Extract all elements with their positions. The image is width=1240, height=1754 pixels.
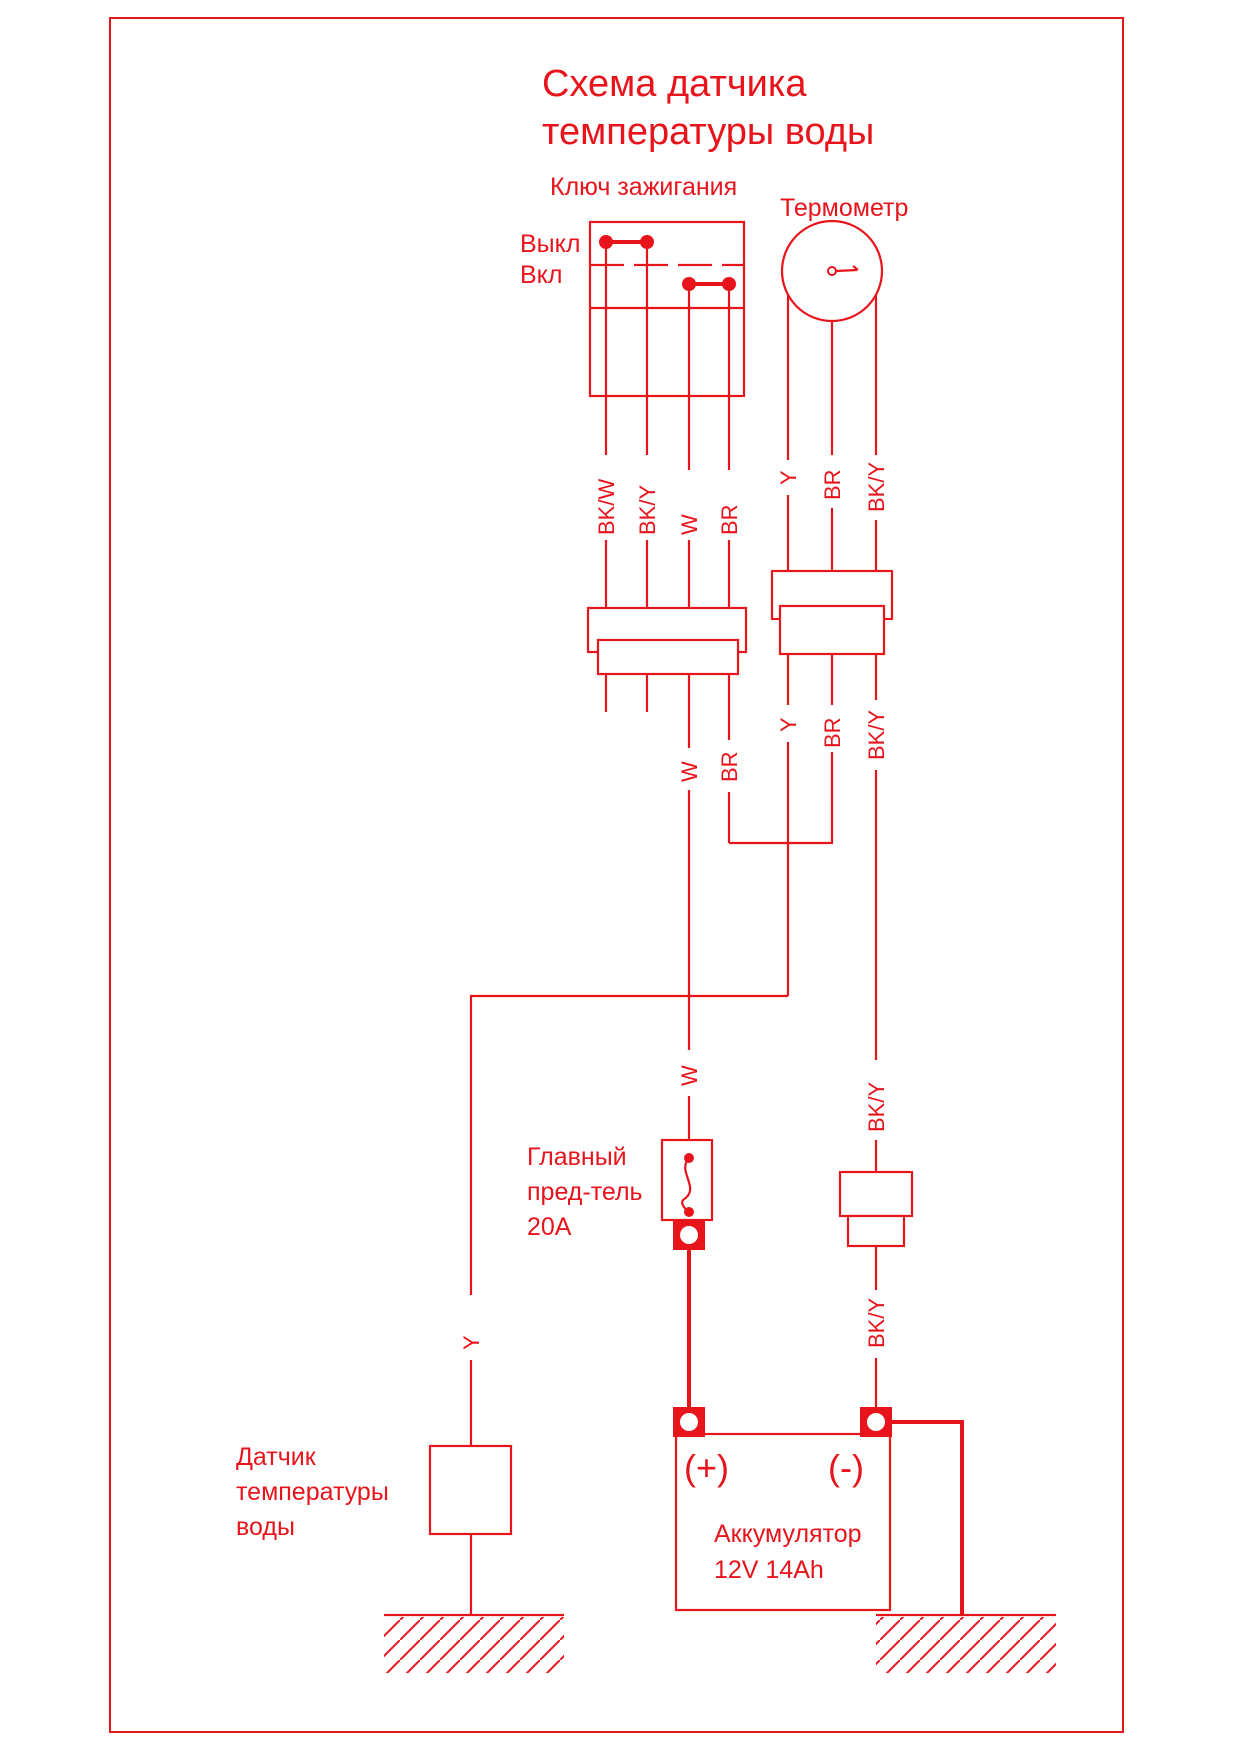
ground-symbol-left <box>384 1613 564 1673</box>
thermo-wire-label-br-mid: BR <box>820 717 845 748</box>
thermometer-connector <box>770 569 894 656</box>
ignition-on-label: Вкл <box>520 261 562 289</box>
negative-connector <box>838 1170 914 1248</box>
battery-label-line1: Аккумулятор <box>714 1520 862 1548</box>
wire-label-bky-lower1: BK/Y <box>864 1082 889 1132</box>
sensor-label-line2: температуры <box>236 1478 389 1506</box>
thermometer-label: Термометр <box>780 194 908 222</box>
ground-symbol-right <box>876 1613 1056 1673</box>
sensor-label-line3: воды <box>236 1513 295 1541</box>
thermo-wire-label-bky-top: BK/Y <box>864 462 889 512</box>
battery-label-line2: 12V 14Ah <box>714 1556 824 1584</box>
battery-minus-terminal: (-) <box>828 1447 864 1488</box>
ignition-switch-label: Ключ зажигания <box>550 173 737 201</box>
thermo-wire-label-y-mid: Y <box>776 717 801 732</box>
main-fuse <box>660 1138 714 1250</box>
page-frame <box>109 17 1124 1733</box>
sensor-wire-label-y: Y <box>459 1335 484 1350</box>
diagram-title-line2: температуры воды <box>542 111 874 153</box>
fuse-label-line3: 20A <box>527 1213 572 1241</box>
sensor-label-line1: Датчик <box>236 1443 317 1471</box>
thermometer-gauge <box>780 219 884 323</box>
ignition-switch <box>588 220 746 398</box>
thermo-wire-label-y-top: Y <box>776 470 801 485</box>
wire-label-w-top: W <box>677 514 702 535</box>
ignition-connector <box>586 606 748 676</box>
wire-label-bky-top: BK/Y <box>635 485 660 535</box>
thermo-wire-label-br-top: BR <box>820 469 845 500</box>
wire-label-w-mid: W <box>677 761 702 782</box>
water-temperature-sensor <box>428 1444 513 1536</box>
fuse-label-line1: Главный <box>527 1143 627 1171</box>
battery <box>673 1407 892 1612</box>
fuse-label-line2: пред-тель <box>527 1178 643 1206</box>
battery-plus-terminal: (+) <box>684 1447 729 1488</box>
ignition-off-label: Выкл <box>520 230 580 258</box>
wire-label-br-mid: BR <box>717 751 742 782</box>
wire-label-w-lower: W <box>677 1065 702 1086</box>
wire-label-br-top: BR <box>717 504 742 535</box>
diagram-title-line1: Схема датчика <box>542 63 807 105</box>
thermo-wire-label-bky-mid: BK/Y <box>864 710 889 760</box>
wire-label-bkw-top: BK/W <box>594 479 619 535</box>
wire-label-bky-lower2: BK/Y <box>864 1298 889 1348</box>
